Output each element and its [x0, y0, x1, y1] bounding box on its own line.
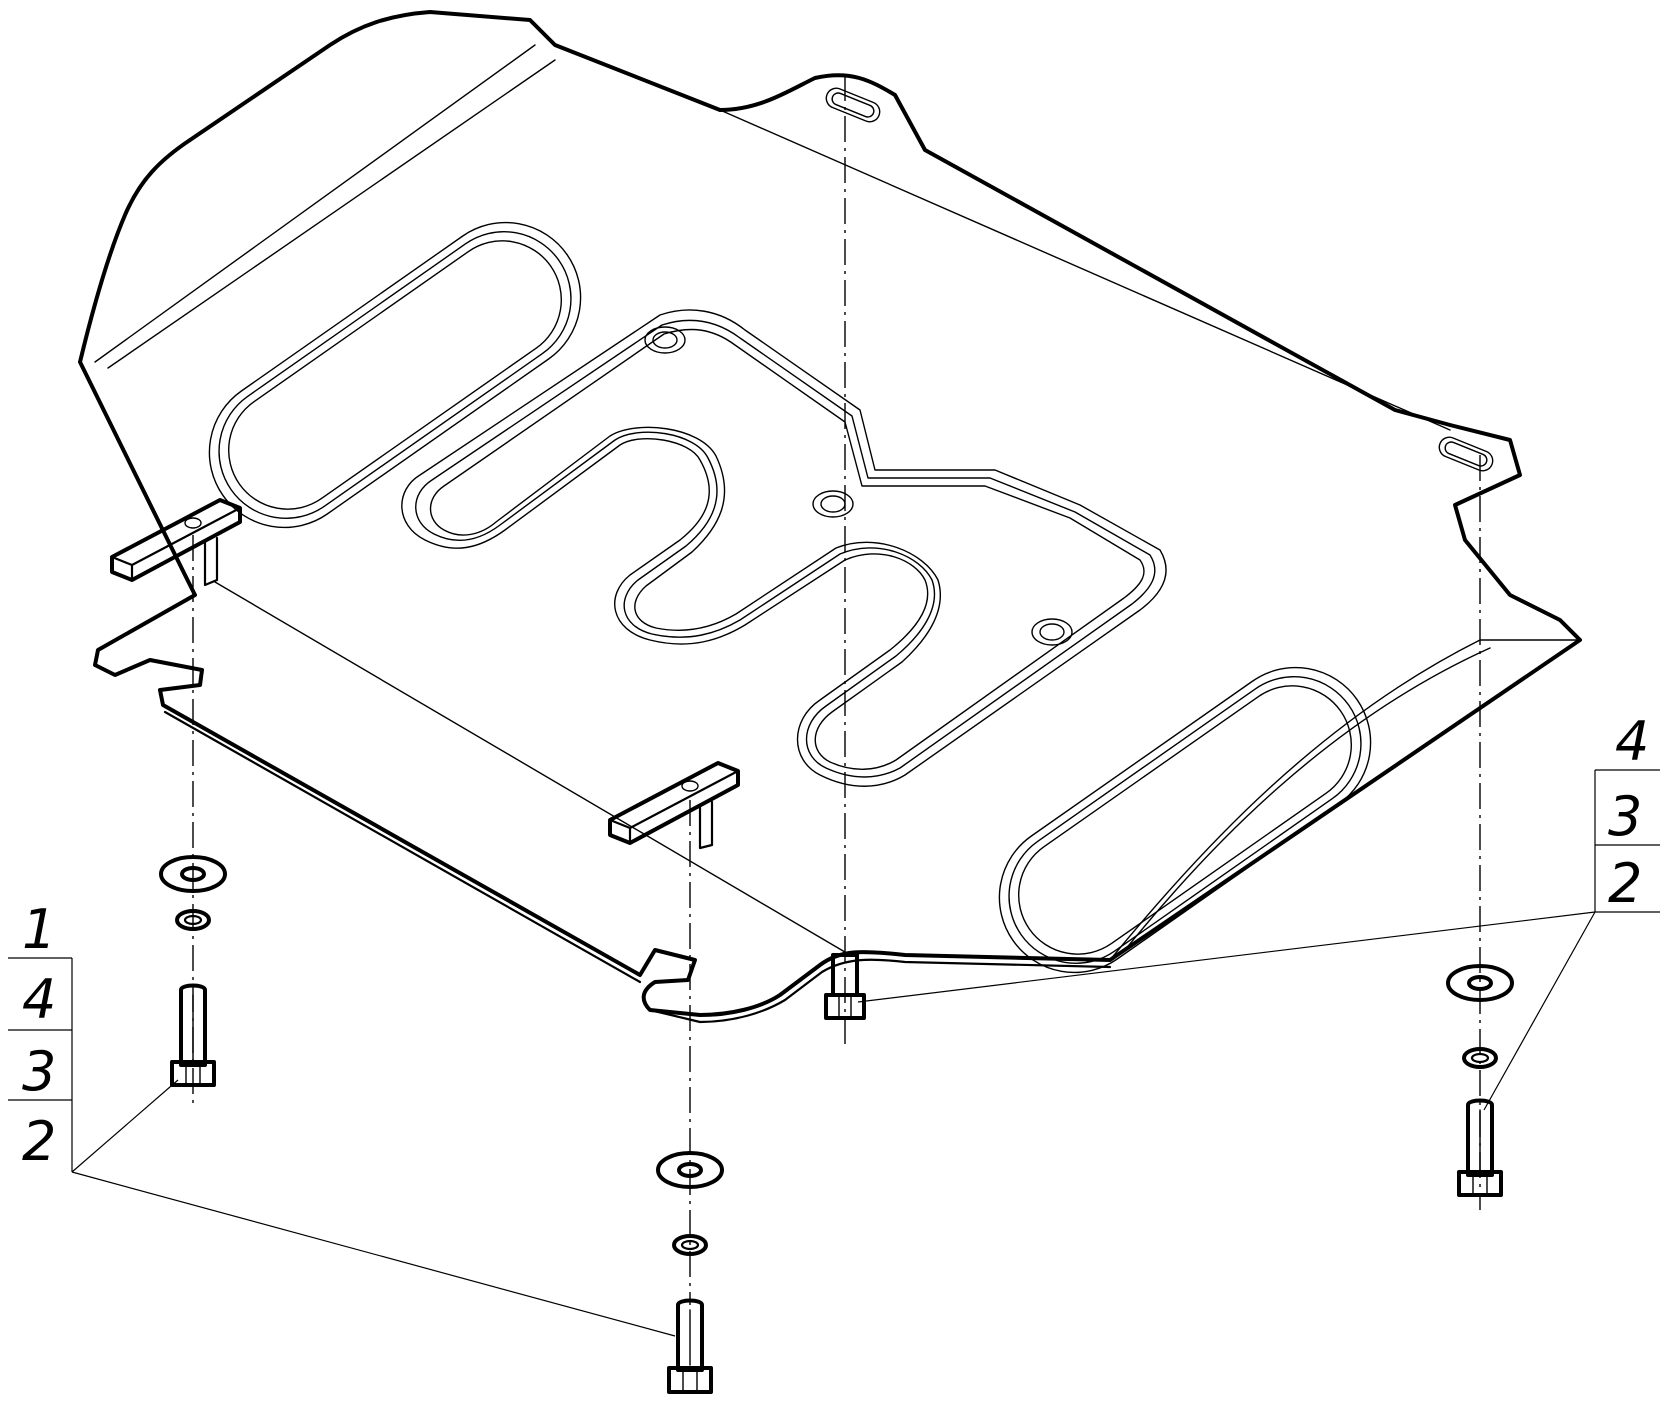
plate-diagonal-line — [719, 109, 1451, 431]
plate-hole-2 — [812, 490, 854, 518]
mounting-slot-top — [825, 87, 881, 123]
skid-plate-outline — [78, 10, 1582, 1017]
skid-plate-edge — [161, 703, 1112, 1024]
plate-diagonal-line-2 — [214, 581, 851, 956]
stamped-relief-4 — [998, 666, 1372, 974]
callout-right-3: 3 — [1608, 785, 1642, 848]
leader-left-b — [71, 1171, 676, 1337]
callout-right: 4 3 2 — [857, 710, 1660, 1111]
callout-left-3: 3 — [22, 1040, 56, 1103]
bend-line-top — [94, 44, 556, 369]
flat-washer — [656, 1151, 724, 1189]
stamped-relief-1 — [208, 221, 582, 529]
mounting-slot-right — [1438, 436, 1494, 472]
hardware-right — [1446, 964, 1514, 1197]
spring-washer — [1462, 1047, 1498, 1069]
bolt — [170, 983, 216, 1087]
right-flange — [1109, 639, 1581, 961]
callout-right-2: 2 — [1608, 852, 1642, 915]
callout-left-1: 1 — [22, 898, 56, 961]
hardware-left — [159, 855, 227, 1087]
nut-plate-left — [110, 498, 242, 587]
skid-plate — [78, 10, 1582, 1024]
hardware-center — [656, 1151, 724, 1394]
callout-left: 1 4 3 2 — [8, 898, 676, 1337]
plate-hole-1 — [644, 326, 686, 354]
flat-washer — [1446, 964, 1514, 1002]
mounting-slot-top-inner — [831, 92, 875, 118]
bolt — [667, 1298, 713, 1394]
mounting-slot-right-inner — [1444, 441, 1488, 467]
callout-left-4: 4 — [22, 968, 56, 1031]
leader-right-a — [857, 911, 1596, 1003]
spring-washer — [175, 909, 211, 931]
flat-washer — [159, 855, 227, 893]
plate-hole-3 — [1031, 618, 1073, 646]
spring-washer — [672, 1234, 708, 1256]
leader-left-a — [71, 1079, 179, 1173]
callout-left-2: 2 — [22, 1110, 56, 1173]
centerlines — [192, 75, 1481, 1305]
bolt — [1457, 1098, 1503, 1197]
nut-plate-center — [608, 761, 740, 850]
leader-right-b — [1483, 911, 1596, 1111]
hardware-top-bolt — [824, 953, 866, 1020]
callout-right-4: 4 — [1615, 710, 1649, 773]
